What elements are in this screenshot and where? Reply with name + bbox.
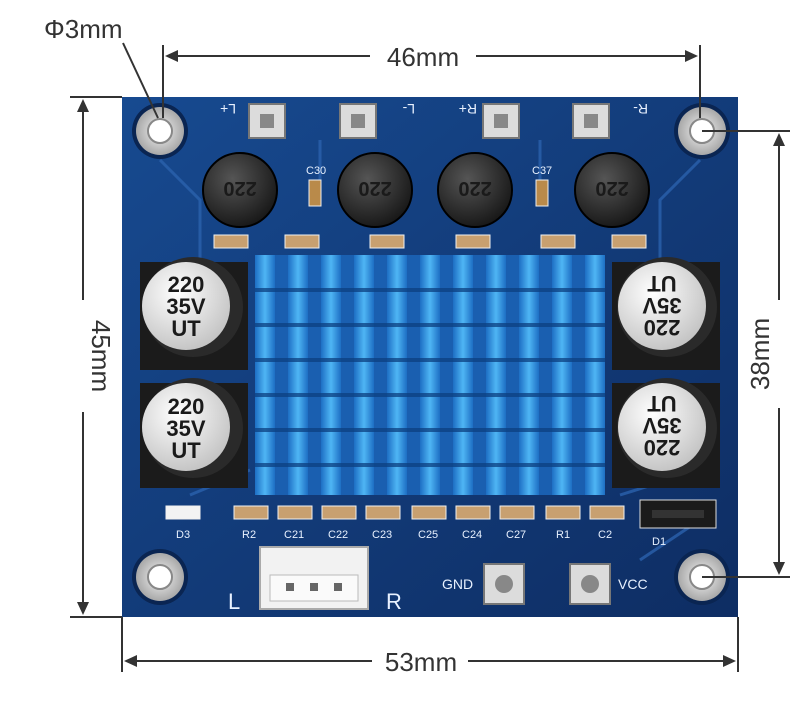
dim-hole-diameter: Φ3mm bbox=[44, 14, 123, 44]
svg-text:UT: UT bbox=[647, 391, 677, 416]
smd-row-bottom bbox=[165, 505, 625, 520]
svg-text:35V: 35V bbox=[642, 293, 681, 318]
dimension-lines bbox=[70, 42, 790, 672]
label-c21: C21 bbox=[284, 529, 304, 541]
label-r1: R1 bbox=[556, 529, 570, 541]
label-d3: D3 bbox=[176, 529, 190, 541]
capacitor-bottom-left: 220 35V UT bbox=[140, 378, 248, 488]
label-r2: R2 bbox=[242, 529, 256, 541]
label-input-right: R bbox=[386, 589, 402, 614]
mounting-hole-top-left bbox=[132, 103, 188, 159]
label-c25: C25 bbox=[418, 529, 438, 541]
smd-row-top bbox=[213, 234, 647, 249]
label-c27: C27 bbox=[506, 529, 526, 541]
label-l-minus: L- bbox=[402, 101, 415, 117]
capacitor-top-left: 220 35V UT bbox=[140, 257, 248, 370]
label-c37: C37 bbox=[532, 165, 552, 177]
label-gnd: GND bbox=[442, 576, 473, 592]
terminal-pads bbox=[248, 103, 610, 139]
inductor-2: 220 bbox=[337, 152, 413, 228]
dim-board-width: 53mm bbox=[385, 647, 457, 677]
vcc-pad bbox=[569, 563, 611, 605]
svg-text:35V: 35V bbox=[166, 416, 205, 441]
label-input-left: L bbox=[228, 589, 240, 614]
svg-text:220: 220 bbox=[644, 315, 681, 340]
inductor-4: 220 bbox=[574, 152, 650, 228]
svg-text:220: 220 bbox=[168, 272, 205, 297]
svg-text:220: 220 bbox=[458, 177, 491, 199]
diode-d1 bbox=[639, 499, 717, 529]
label-c30: C30 bbox=[306, 165, 326, 177]
smd-cap-c37 bbox=[535, 179, 549, 207]
svg-text:35V: 35V bbox=[166, 294, 205, 319]
dim-hole-spacing-height: 38mm bbox=[745, 318, 775, 390]
svg-text:220: 220 bbox=[168, 394, 205, 419]
svg-text:UT: UT bbox=[171, 438, 201, 463]
inductor-3: 220 bbox=[437, 152, 513, 228]
label-l-plus: L+ bbox=[220, 101, 236, 117]
input-connector bbox=[259, 546, 369, 610]
label-r-plus: R+ bbox=[459, 101, 477, 117]
label-r-minus: R- bbox=[633, 101, 648, 117]
label-c23: C23 bbox=[372, 529, 392, 541]
heatsink bbox=[255, 255, 605, 495]
bottom-row-labels: D3 R2 C21 C22 C23 C25 C24 C27 R1 C2 D1 bbox=[176, 529, 666, 548]
dim-board-height: 45mm bbox=[86, 320, 116, 392]
capacitor-bottom-right: 220 35V UT bbox=[612, 378, 720, 488]
svg-text:220: 220 bbox=[644, 435, 681, 460]
capacitor-top-right: 220 35V UT bbox=[612, 257, 720, 370]
label-vcc: VCC bbox=[618, 576, 648, 592]
dim-hole-spacing-width: 46mm bbox=[387, 42, 459, 72]
label-c22: C22 bbox=[328, 529, 348, 541]
svg-text:35V: 35V bbox=[642, 413, 681, 438]
svg-text:UT: UT bbox=[171, 316, 201, 341]
label-d1: D1 bbox=[652, 536, 666, 548]
gnd-pad bbox=[483, 563, 525, 605]
inductor-1: 220 bbox=[202, 152, 278, 228]
label-c2: C2 bbox=[598, 529, 612, 541]
svg-text:220: 220 bbox=[595, 177, 628, 199]
svg-text:UT: UT bbox=[647, 271, 677, 296]
svg-text:220: 220 bbox=[223, 177, 256, 199]
svg-text:220: 220 bbox=[358, 177, 391, 199]
smd-cap-c30 bbox=[308, 179, 322, 207]
mounting-hole-bottom-left bbox=[132, 549, 188, 605]
label-c24: C24 bbox=[462, 529, 482, 541]
